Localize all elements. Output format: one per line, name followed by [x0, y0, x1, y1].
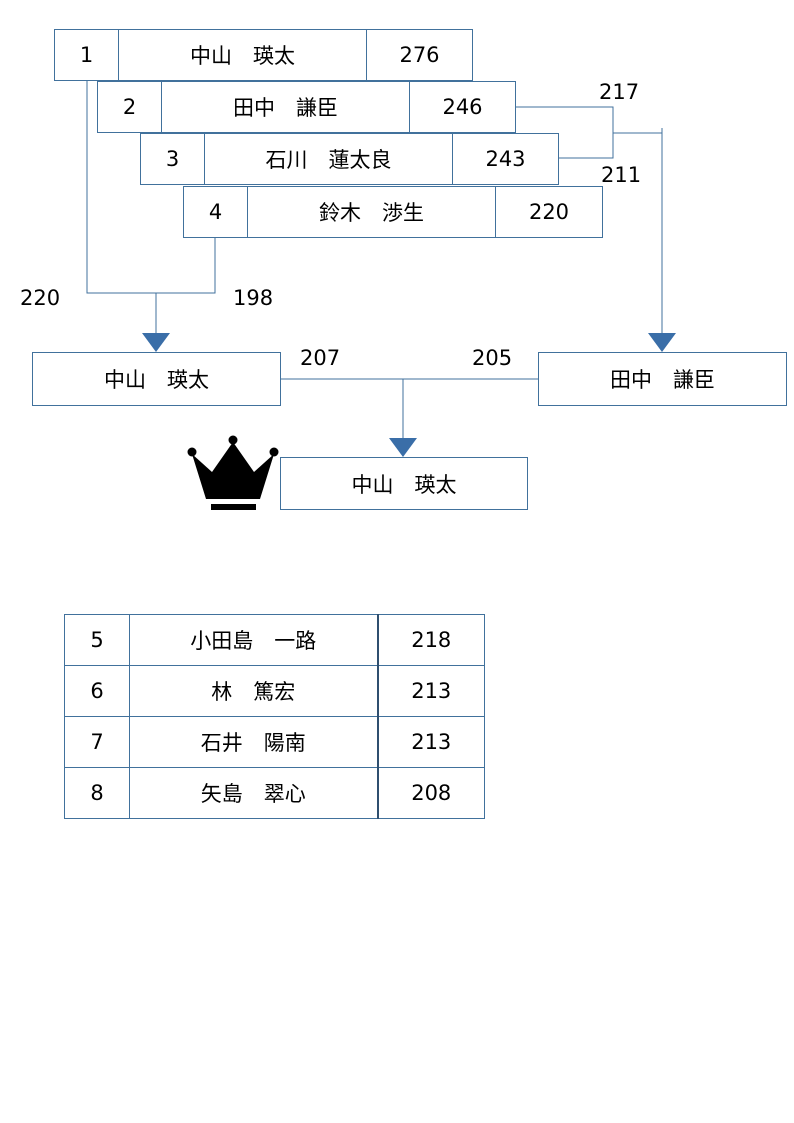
- seed-row-3: 3 石川 蓮太良 243: [140, 133, 559, 185]
- seed-row-4: 4 鈴木 渉生 220: [183, 186, 603, 238]
- arrow-down-icon: [648, 333, 676, 352]
- rank-cell: 7: [64, 716, 130, 768]
- seed-name: 石川 蓮太良: [204, 133, 453, 185]
- name-cell: 小田島 一路: [129, 614, 379, 666]
- semifinal-score-seed4: 198: [233, 286, 274, 310]
- seed-row-2: 2 田中 謙臣 246: [97, 81, 516, 133]
- final-left-score: 207: [300, 346, 341, 370]
- semifinal-score-seed2: 217: [599, 80, 640, 104]
- rank-cell: 5: [64, 614, 130, 666]
- final-right-score: 205: [472, 346, 513, 370]
- seed-rank: 4: [183, 186, 248, 238]
- score-cell: 213: [377, 665, 485, 717]
- champion-name: 中山 瑛太: [280, 457, 528, 510]
- seed-rank: 3: [140, 133, 205, 185]
- crown-icon: [187, 435, 279, 510]
- name-cell: 矢島 翠心: [129, 767, 379, 819]
- seed-score: 220: [495, 186, 603, 238]
- table-row: 6 林 篤宏 213: [64, 665, 485, 717]
- semifinal-1v4-connector: [86, 80, 216, 294]
- seed-score: 276: [366, 29, 473, 81]
- table-row: 5 小田島 一路 218: [64, 614, 485, 666]
- table-row: 7 石井 陽南 213: [64, 716, 485, 768]
- seed-score: 246: [409, 81, 516, 133]
- arrow-down-icon: [389, 438, 417, 457]
- name-cell: 石井 陽南: [129, 716, 379, 768]
- semifinal-score-seed3: 211: [601, 163, 642, 187]
- rank-cell: 8: [64, 767, 130, 819]
- score-cell: 213: [377, 716, 485, 768]
- score-cell: 218: [377, 614, 485, 666]
- rank-cell: 6: [64, 665, 130, 717]
- seed-score: 243: [452, 133, 559, 185]
- standings-table: 5 小田島 一路 218 6 林 篤宏 213 7 石井 陽南 213 8 矢島…: [64, 614, 485, 819]
- seed-rank: 1: [54, 29, 119, 81]
- final-left-player: 中山 瑛太: [32, 352, 281, 406]
- seed-name: 鈴木 渉生: [247, 186, 496, 238]
- semifinal-score-seed1: 220: [20, 286, 61, 310]
- seed-row-1: 1 中山 瑛太 276: [54, 29, 473, 81]
- seed-rank: 2: [97, 81, 162, 133]
- final-right-player: 田中 謙臣: [538, 352, 787, 406]
- arrow-down-icon: [142, 333, 170, 352]
- seed-name: 中山 瑛太: [118, 29, 367, 81]
- table-row: 8 矢島 翠心 208: [64, 767, 485, 819]
- name-cell: 林 篤宏: [129, 665, 379, 717]
- seed-name: 田中 謙臣: [161, 81, 410, 133]
- score-cell: 208: [377, 767, 485, 819]
